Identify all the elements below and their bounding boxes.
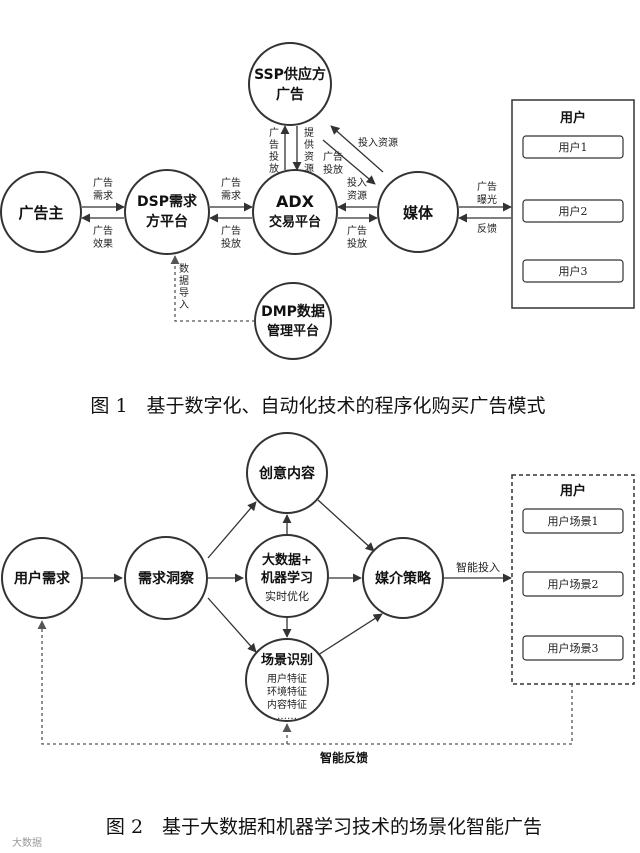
media-to-ssp-arrow — [330, 125, 384, 173]
media-label: 媒体 — [403, 204, 434, 222]
media-to-adx-label-1: 投入 — [347, 176, 367, 189]
media-strategy-label: 媒介策略 — [374, 570, 432, 587]
users-box-1-title: 用户 — [559, 110, 586, 126]
user-item-1-label: 用户1 — [559, 140, 588, 154]
insight-to-scene-arrow — [207, 597, 257, 653]
insight-to-creative-arrow — [207, 501, 257, 559]
dsp-to-adv-label-2: 效果 — [93, 237, 113, 250]
creative-label: 创意内容 — [258, 465, 315, 482]
adx-to-media-label-1: 广告 — [347, 224, 367, 237]
user-needs-label: 用户需求 — [14, 570, 71, 587]
user-scene-1 — [522, 508, 624, 534]
insight-node — [124, 536, 208, 620]
scene-label: 场景识别 — [261, 653, 313, 668]
bigdata-node — [245, 534, 329, 618]
dmp-node — [254, 282, 332, 360]
users-to-media-label: 反馈 — [477, 222, 497, 235]
adx-to-ssp-label-1: 广 — [269, 127, 279, 139]
adx-to-dsp-label-2: 投放 — [221, 237, 241, 250]
scene-feature-2: 环境特征 — [267, 685, 307, 698]
dsp-node — [124, 169, 210, 255]
ssp-media-side-label-1: 广告 — [323, 150, 343, 163]
adx-to-ssp-label-2b: 放 — [269, 162, 279, 175]
watermark: 大数据 — [12, 836, 42, 849]
ssp-media-side-label-2: 投放 — [323, 163, 343, 176]
user-item-3 — [522, 259, 624, 283]
user-scene-2-label: 用户场景2 — [548, 577, 599, 591]
adx-to-ssp-label-1b: 告 — [269, 138, 279, 151]
dsp-to-adx-label-2: 需求 — [221, 190, 241, 202]
advertiser-node — [0, 171, 82, 253]
smart-feedback-label: 智能反馈 — [319, 750, 368, 765]
ssp-to-adx-label-1b: 供 — [304, 138, 314, 151]
media-to-users-label-1: 广告 — [477, 180, 497, 193]
adv-to-dsp-label-1: 广告 — [93, 176, 113, 189]
dmp-to-dsp-label-1: 数 — [179, 262, 189, 275]
scene-feature-4: …… — [277, 711, 297, 722]
ssp-to-adx-label-2: 资 — [304, 151, 314, 163]
dmp-label-1: DMP数据 — [261, 303, 325, 320]
dmp-to-dsp-label-3: 导 — [179, 287, 189, 299]
scene-to-media-arrow — [317, 613, 383, 656]
dmp-to-dsp-arrow — [170, 255, 255, 322]
user-item-1 — [522, 135, 624, 159]
ssp-label-2: 广告 — [276, 86, 304, 103]
user-scene-2 — [522, 571, 624, 597]
adv-to-dsp-label-2: 需求 — [93, 190, 113, 202]
adx-to-ssp-label-2: 投 — [269, 150, 279, 163]
dmp-to-dsp-label-4: 入 — [179, 300, 189, 311]
figure-2-caption: 图 2 基于大数据和机器学习技术的场景化智能广告 — [106, 816, 542, 838]
user-item-2-label: 用户2 — [559, 204, 588, 218]
adx-to-dsp-label-1: 广告 — [221, 224, 241, 237]
dmp-label-2: 管理平台 — [267, 323, 319, 339]
users-box-2-title: 用户 — [559, 483, 586, 499]
ssp-to-adx-label-2b: 源 — [304, 162, 314, 175]
scene-node — [245, 638, 329, 722]
user-item-3-label: 用户3 — [559, 264, 588, 278]
smart-delivery-label: 智能投入 — [456, 560, 500, 574]
user-scene-3-label: 用户场景3 — [548, 641, 599, 655]
scene-feature-1: 用户特征 — [267, 672, 307, 685]
scene-feature-3: 内容特征 — [267, 698, 307, 711]
dsp-to-adv-label-1: 广告 — [93, 224, 113, 237]
bigdata-label-1: 大数据+ — [262, 552, 312, 568]
figure-1-caption: 图 1 基于数字化、自动化技术的程序化购买广告模式 — [90, 395, 545, 417]
user-needs-node — [1, 537, 83, 619]
ssp-node — [248, 42, 332, 126]
dmp-to-dsp-label-2: 据 — [179, 274, 189, 287]
advertiser-label: 广告主 — [18, 204, 63, 222]
adx-node — [252, 169, 338, 255]
realtime-label: 实时优化 — [265, 589, 309, 603]
media-node — [377, 171, 459, 253]
ssp-to-adx-label-1: 提 — [304, 127, 314, 139]
dsp-label-1: DSP需求 — [137, 193, 198, 210]
adx-label-2: 交易平台 — [269, 214, 321, 230]
adx-to-media-label-2: 投放 — [347, 237, 367, 250]
media-strategy-node — [362, 537, 444, 619]
ssp-label-1: SSP供应方 — [254, 66, 326, 83]
adx-label-1: ADX — [276, 192, 315, 211]
ssp-to-media-arrow — [322, 139, 376, 185]
creative-to-media-arrow — [317, 499, 375, 552]
ssp-media-top-label: 投入资源 — [358, 136, 398, 149]
bigdata-label-2: 机器学习 — [261, 570, 313, 586]
user-item-2 — [522, 199, 624, 223]
media-to-users-label-2: 曝光 — [477, 193, 497, 206]
dsp-to-adx-label-1: 广告 — [221, 176, 241, 189]
user-scene-1-label: 用户场景1 — [548, 514, 599, 528]
feedback-loop-arrow — [37, 620, 573, 745]
insight-label: 需求洞察 — [138, 570, 195, 587]
user-scene-3 — [522, 635, 624, 661]
creative-node — [246, 432, 328, 514]
dsp-label-2: 方平台 — [146, 213, 188, 230]
media-to-adx-label-2: 资源 — [347, 189, 367, 202]
